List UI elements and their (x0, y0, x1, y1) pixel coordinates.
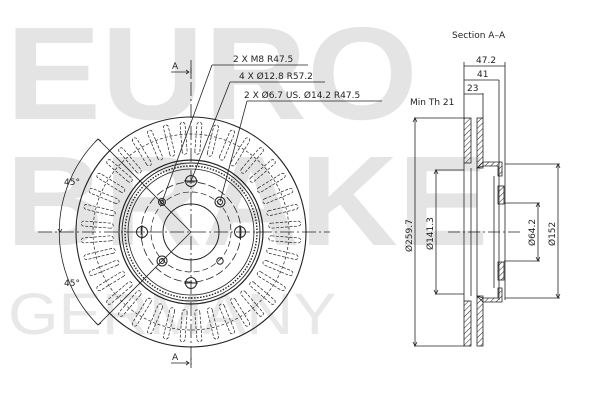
dim-hat-height: 41 (477, 70, 488, 80)
dim-inner-diameter: Ø141.3 (425, 217, 436, 250)
watermark-germany: GERMANY (8, 282, 337, 347)
m8-threaded-holes (156, 198, 168, 267)
wheel-bolt-holes (136, 175, 246, 289)
callout-bolt-holes: 4 X Ø12.8 R57.2 (239, 71, 313, 82)
section-label-top: A (172, 62, 179, 72)
callout-leaders (161, 64, 382, 203)
min-thickness: Min Th 21 (410, 98, 454, 108)
dim-outer-diameter: Ø259.7 (404, 219, 415, 252)
dim-total-height: 47.2 (476, 56, 496, 66)
section-marker-bottom (171, 358, 192, 368)
section-label-bottom: A (172, 353, 179, 363)
front-view (38, 60, 330, 365)
callout-m8: 2 X M8 R47.5 (233, 55, 293, 65)
callout-counterbore: 2 X Ø6.7 US. Ø14.2 R47.5 (244, 90, 360, 101)
angle-label-top: 45° (64, 178, 80, 188)
angle-label-bottom: 45° (64, 279, 80, 289)
section-title: Section A–A (452, 31, 506, 41)
dim-center-bore: Ø64.2 (527, 219, 538, 246)
watermark-euro: EURO (6, 0, 418, 147)
section-view (412, 62, 561, 347)
watermark-brake: BRAKE (6, 130, 489, 273)
dim-disc-thickness: 23 (467, 84, 478, 94)
counterbored-holes (214, 196, 226, 265)
dim-hat-diameter: Ø152 (547, 222, 558, 246)
section-marker-top (171, 68, 192, 78)
